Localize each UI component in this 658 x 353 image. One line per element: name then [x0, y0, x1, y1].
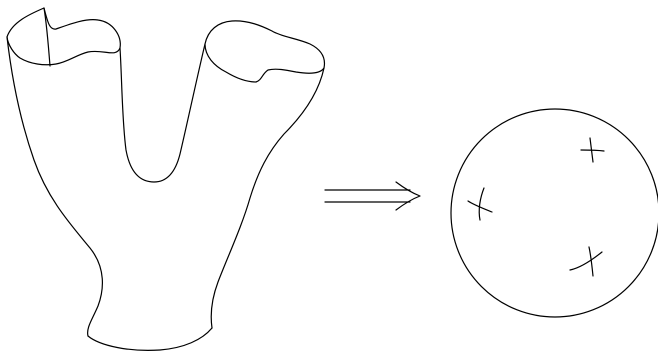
mark-top-stroke-2: [581, 150, 604, 151]
surface-outer-right-side: [211, 68, 324, 328]
right-opening-rim: [205, 21, 324, 82]
sphere-with-marks: [451, 109, 658, 317]
puncture-mark-left: [468, 188, 492, 220]
implication-arrow: [325, 182, 420, 210]
sphere-outline: [451, 109, 658, 317]
surface-crotch-curve: [120, 44, 205, 182]
left-opening-rim: [7, 8, 120, 65]
left-opening-fold: [44, 8, 50, 66]
puncture-mark-bottom: [570, 247, 602, 276]
mark-bottom-stroke-2: [570, 252, 602, 270]
puncture-mark-top: [581, 138, 604, 162]
surface-outer-left-side: [7, 37, 102, 336]
arrow-head: [396, 182, 420, 210]
pants-surface: [7, 8, 324, 350]
mark-left-stroke-1: [479, 188, 484, 220]
surface-bottom-rim: [88, 328, 212, 350]
